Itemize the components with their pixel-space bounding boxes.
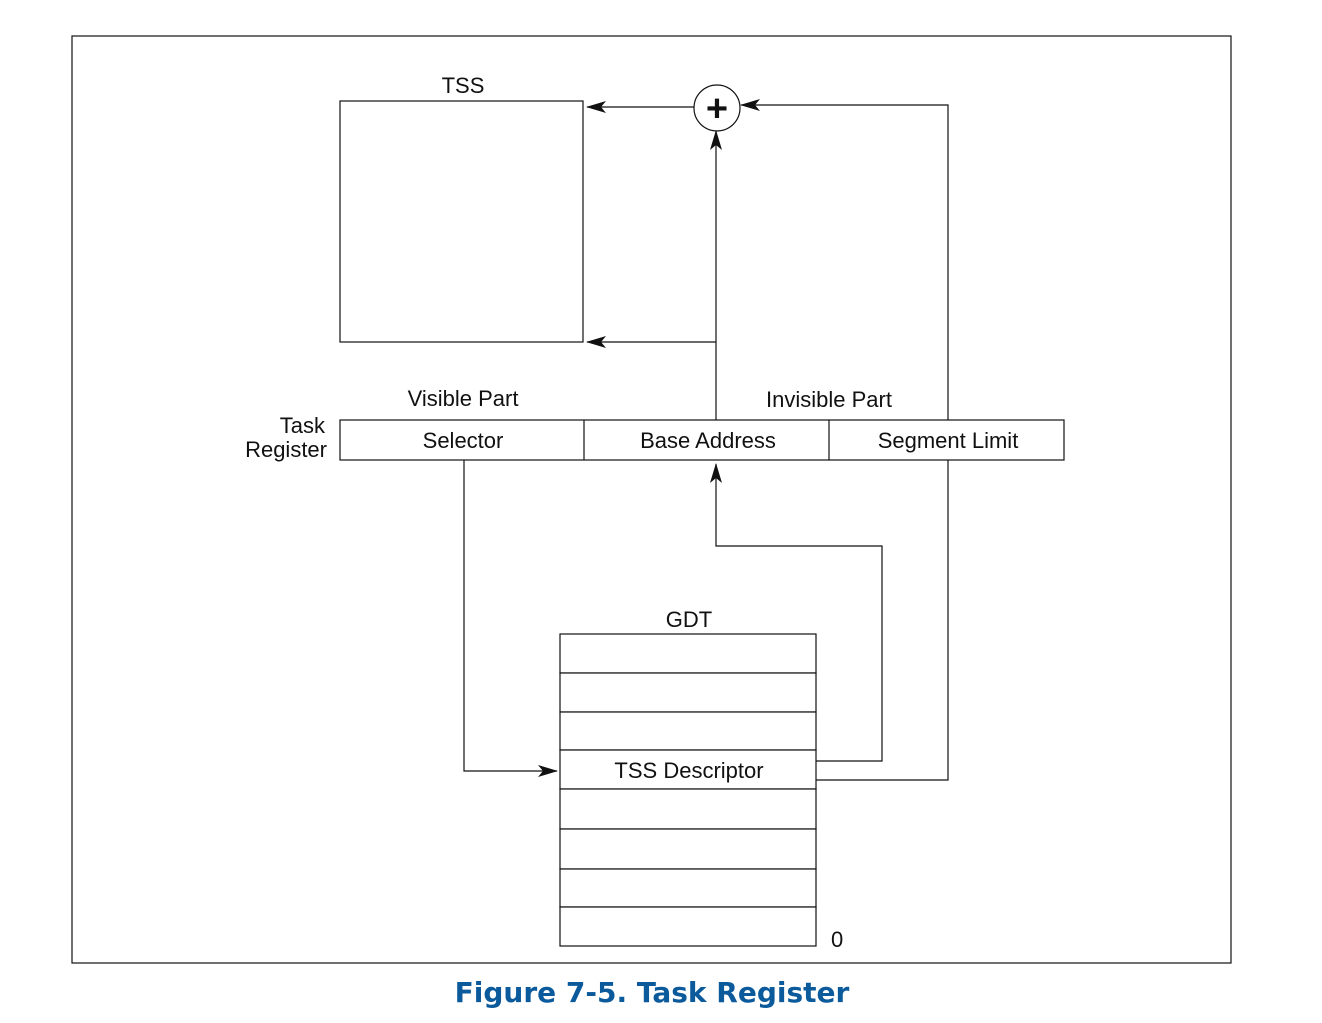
gdt-entry-label: TSS Descriptor [614,758,763,783]
task-register-label-line2: Register [245,437,327,462]
gdt-row [559,788,817,830]
selector-field: Selector [423,428,504,453]
task-register-label-line1: Task [280,413,326,438]
invisible-part-label: Invisible Part [766,387,892,412]
gdt-row [559,633,817,674]
gdt-table [559,633,817,947]
task-register-box [339,419,1065,461]
selector-to-gdt-arrow [463,460,558,777]
visible-part-label: Visible Part [408,386,519,411]
gdt-label: GDT [666,607,712,632]
gdt-row [559,828,817,870]
segment-limit-field: Segment Limit [878,428,1019,453]
descriptor-to-limit-line [816,460,949,781]
figure-frame [71,35,1232,964]
gdt-row [559,868,817,908]
gdt-row [559,906,817,947]
base-address-field: Base Address [640,428,776,453]
tss-box [339,100,584,343]
gdt-row [559,711,817,751]
adder-plus-icon: + [706,88,728,130]
gdt-bottom-index: 0 [831,927,843,952]
tss-label: TSS [442,73,485,98]
gdt-row-tss-descriptor [559,749,817,790]
limit-to-adder-arrow [740,99,949,420]
gdt-row [559,672,817,713]
descriptor-to-base-arrow [710,463,883,762]
figure-caption: Figure 7-5. Task Register [455,976,850,1009]
